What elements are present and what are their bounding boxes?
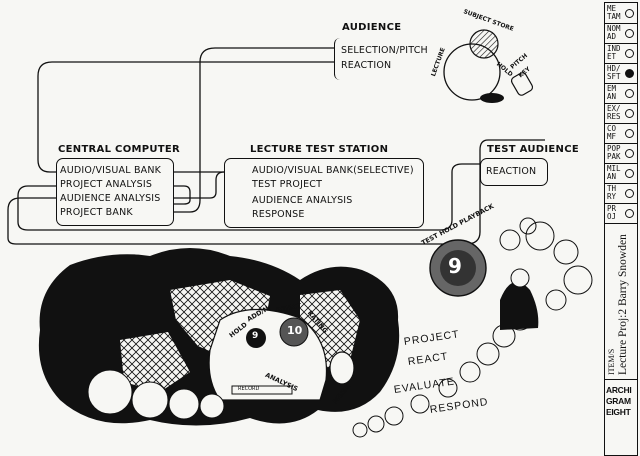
connector-station-to-test-audience [17, 163, 480, 231]
sidebar-row-circle [625, 169, 634, 178]
item-title: Lecture Proj:2 Barry Snowden [617, 234, 629, 375]
brand-line-2: GRAM [606, 396, 631, 406]
sidebar-row: TH RY [605, 183, 637, 204]
bubble [131, 381, 169, 419]
hold-dial [246, 328, 266, 348]
sidebar-row: EX/ RES [605, 103, 637, 124]
playback-number: 9 [448, 254, 462, 278]
hatch-area-bottom [120, 332, 190, 392]
audience-header: AUDIENCE [342, 22, 402, 33]
sidebar-row-circle [625, 189, 634, 198]
sidebar-row: EM AN [605, 83, 637, 104]
sidebar-row: MIL AN [605, 163, 637, 184]
sidebar-row-circle [625, 29, 634, 38]
archigram-sidebar: ME TAM NOM AD IND ET HD/ SFT EM AN EX/ R… [604, 2, 638, 456]
connector-to-test-audience [7, 139, 545, 245]
sidebar-row: HD/ SFT [605, 63, 637, 84]
central-computer-header: CENTRAL COMPUTER [58, 144, 181, 155]
connector-bank-branch [172, 171, 225, 199]
station-line-2: TEST PROJECT [252, 179, 323, 190]
test-audience-line-1: REACTION [486, 166, 537, 177]
rating-number: 10 [287, 324, 303, 337]
audience-line-2: REACTION [341, 60, 392, 71]
sidebar-row-circle [625, 209, 634, 218]
sidebar-row-circle [625, 149, 634, 158]
sidebar-row-circle [625, 49, 634, 58]
sidebar-row: NOM AD [605, 23, 637, 44]
archigram-logo: ARCHI GRAM EIGHT [606, 385, 636, 418]
sidebar-row-circle [625, 9, 634, 18]
listener-figure [500, 282, 539, 330]
central-line-3: AUDIENCE ANALYSIS [60, 193, 161, 204]
sidebar-row: PR OJ [605, 203, 637, 224]
test-audience-header: TEST AUDIENCE [487, 144, 580, 155]
bubble [87, 369, 133, 415]
central-line-4: PROJECT BANK [60, 207, 133, 218]
playback-ball-inner [440, 250, 476, 286]
sidebar-row-circle [625, 89, 634, 98]
sidebar-row: POP PAK [605, 143, 637, 164]
audience-line-1: SELECTION/PITCH [341, 45, 428, 56]
sidebar-row-circle [625, 129, 634, 138]
listener-head [510, 268, 530, 288]
mixer-bowl [329, 351, 355, 385]
readout-strip [231, 385, 293, 395]
connector-project-bank-to-audience [172, 47, 334, 213]
item-label: ITEM/S [607, 348, 616, 375]
sidebar-row: CO MF [605, 123, 637, 144]
connector-audience-to-central [37, 61, 334, 173]
station-line-4: RESPONSE [252, 209, 305, 220]
subject-store-dial-illustration [443, 29, 534, 103]
sidebar-title-block: ITEM/S Lecture Proj:2 Barry Snowden [605, 223, 637, 380]
sidebar-row-circle-filled [625, 69, 634, 78]
lecture-test-station-header: LECTURE TEST STATION [250, 144, 389, 155]
lecture-test-station-box: AUDIO/VISUAL BANK(SELECTIVE) TEST PROJEC… [224, 158, 424, 228]
hold-number: 9 [252, 331, 259, 341]
bubble [199, 393, 225, 419]
rating-dial [279, 317, 309, 347]
central-line-1: AUDIO/VISUAL BANK [60, 165, 162, 176]
sidebar-row-circle [625, 109, 634, 118]
sidebar-row: IND ET [605, 43, 637, 64]
connector-analysis-loop [172, 185, 191, 205]
brand-line-1: ARCHI [606, 385, 632, 395]
machine-readout: RECORD [238, 386, 260, 392]
test-audience-box: REACTION [480, 158, 548, 186]
station-line-1: AUDIO/VISUAL BANK(SELECTIVE) [252, 165, 414, 176]
station-line-3: AUDIENCE ANALYSIS [252, 195, 353, 206]
audience-box: SELECTION/PITCH REACTION [334, 38, 431, 80]
central-computer-box: AUDIO/VISUAL BANK PROJECT ANALYSIS AUDIE… [56, 158, 174, 226]
brand-line-3: EIGHT [606, 407, 631, 417]
lecture-machine-illustration [38, 217, 593, 438]
bubble [168, 388, 200, 420]
sidebar-row: ME TAM [605, 3, 637, 24]
central-line-2: PROJECT ANALYSIS [60, 179, 153, 190]
